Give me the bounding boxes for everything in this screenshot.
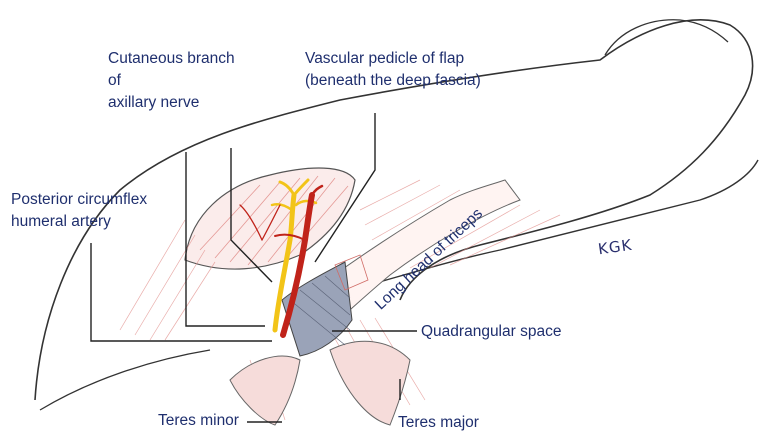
label-teres-minor: Teres minor <box>158 410 239 432</box>
label-quadrangular-space: Quadrangular space <box>421 321 561 343</box>
label-vascular-pedicle: Vascular pedicle of flap (beneath the de… <box>305 48 481 92</box>
label-posterior-line-2: humeral artery <box>11 211 147 233</box>
teres-minor-shape <box>230 356 300 425</box>
label-vascular-line-1: Vascular pedicle of flap <box>305 48 481 70</box>
label-cutaneous-line-3: axillary nerve <box>108 92 235 114</box>
label-posterior-circumflex: Posterior circumflex humeral artery <box>11 189 147 233</box>
label-posterior-line-1: Posterior circumflex <box>11 189 147 211</box>
axilla-outline <box>40 350 210 410</box>
label-cutaneous-line-1: Cutaneous branch <box>108 48 235 70</box>
label-teres-major: Teres major <box>398 412 479 434</box>
label-cutaneous-branch: Cutaneous branch of axillary nerve <box>108 48 235 114</box>
label-vascular-line-2: (beneath the deep fascia) <box>305 70 481 92</box>
deltoid-region <box>185 168 355 269</box>
label-cutaneous-line-2: of <box>108 70 235 92</box>
